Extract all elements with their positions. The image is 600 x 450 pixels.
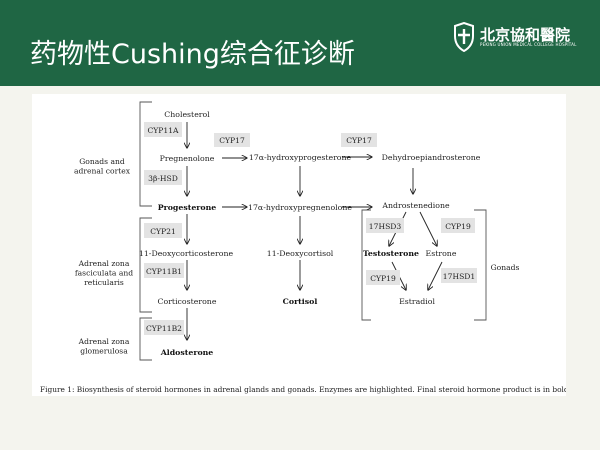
hospital-logo-text: 北京協和醫院 bbox=[480, 26, 571, 44]
node-testosterone: Testosterone bbox=[363, 249, 419, 258]
enzyme-17hsd3: 17HSD3 bbox=[366, 218, 404, 233]
svg-text:3β-HSD: 3β-HSD bbox=[148, 174, 178, 183]
enzyme-cyp11a: CYP11A bbox=[144, 122, 182, 137]
gonads-bracket bbox=[474, 209, 487, 321]
node-dhea: Dehydroepiandrosterone bbox=[382, 153, 481, 162]
svg-text:CYP17: CYP17 bbox=[219, 136, 245, 145]
node-17oh-progesterone: 17α-hydroxyprogesterone bbox=[249, 153, 352, 162]
fasciculata-bracket bbox=[139, 217, 152, 313]
svg-text:17HSD1: 17HSD1 bbox=[443, 272, 475, 281]
node-corticosterone: Corticosterone bbox=[158, 297, 217, 306]
slide-title: 药物性Cushing综合征诊断 bbox=[30, 39, 355, 70]
figure-caption: Figure 1: Biosynthesis of steroid hormon… bbox=[40, 385, 566, 394]
arrow-androstenedione-estrone bbox=[419, 211, 437, 246]
svg-text:CYP11B1: CYP11B1 bbox=[146, 267, 182, 276]
enzyme-cyp21: CYP21 bbox=[144, 223, 182, 238]
slide-header: 药物性Cushing综合征诊断 北京協和醫院 PEKING UNION MEDI… bbox=[0, 0, 600, 86]
figure-caption-label: Figure 1: bbox=[40, 385, 74, 394]
node-estradiol: Estradiol bbox=[399, 297, 435, 306]
gonads-adrenal-bracket bbox=[139, 101, 152, 207]
node-androstenedione: Androstenedione bbox=[381, 201, 450, 210]
svg-text:CYP21: CYP21 bbox=[150, 227, 176, 236]
enzyme-cyp19-b: CYP19 bbox=[366, 270, 400, 285]
svg-text:CYP19: CYP19 bbox=[370, 274, 396, 283]
group-label-gonads: Gonads bbox=[491, 263, 520, 272]
node-17oh-pregnenolone: 17α-hydroxypregnenolone bbox=[248, 203, 352, 212]
enzyme-17hsd1: 17HSD1 bbox=[441, 268, 477, 283]
node-cortisol: Cortisol bbox=[283, 297, 318, 306]
enzyme-cyp11b1: CYP11B1 bbox=[144, 263, 184, 278]
hospital-logo-subtext: PEKING UNION MEDICAL COLLEGE HOSPITAL bbox=[480, 42, 577, 47]
figure-caption-text: Biosynthesis of steroid hormones in adre… bbox=[74, 385, 566, 394]
svg-text:CYP11A: CYP11A bbox=[147, 126, 179, 135]
svg-text:CYP19: CYP19 bbox=[445, 222, 471, 231]
enzyme-cyp11b2: CYP11B2 bbox=[144, 320, 184, 335]
node-aldosterone: Aldosterone bbox=[160, 348, 214, 357]
enzyme-cyp17-b: CYP17 bbox=[341, 133, 377, 147]
svg-text:CYP17: CYP17 bbox=[346, 136, 372, 145]
node-deoxycorticosterone: 11-Deoxycorticosterone bbox=[139, 249, 234, 258]
svg-text:CYP11B2: CYP11B2 bbox=[146, 324, 182, 333]
node-progesterone: Progesterone bbox=[158, 203, 217, 212]
node-estrone: Estrone bbox=[426, 249, 457, 258]
node-cholesterol: Cholesterol bbox=[164, 110, 210, 119]
enzyme-cyp19-a: CYP19 bbox=[441, 218, 475, 233]
node-pregnenolone: Pregnenolone bbox=[160, 154, 215, 163]
node-deoxycortisol: 11-Deoxycortisol bbox=[267, 249, 334, 258]
enzyme-cyp17-a: CYP17 bbox=[214, 133, 250, 147]
arrow-estrone-estradiol bbox=[428, 261, 443, 290]
svg-text:17HSD3: 17HSD3 bbox=[369, 222, 402, 231]
enzyme-3b-hsd: 3β-HSD bbox=[144, 170, 182, 185]
glomerulosa-bracket bbox=[139, 317, 152, 361]
hospital-logo-icon bbox=[454, 22, 474, 52]
